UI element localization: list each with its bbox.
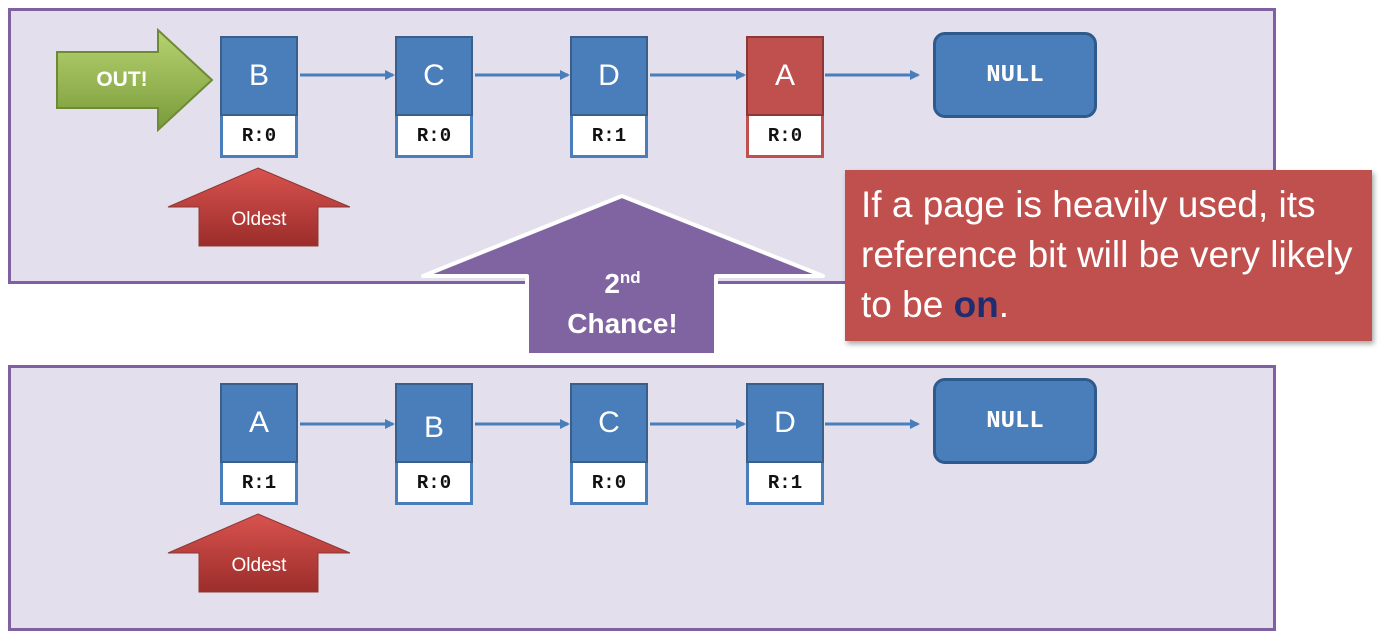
page-label: D bbox=[746, 383, 824, 463]
page-node: D R:1 bbox=[570, 36, 648, 158]
page-node: D R:1 bbox=[746, 383, 824, 505]
oldest-label: Oldest bbox=[231, 555, 287, 576]
out-label: OUT! bbox=[96, 68, 148, 91]
chance-word: Chance! bbox=[567, 308, 678, 339]
page-label: A bbox=[746, 36, 824, 116]
reference-bit: R:1 bbox=[570, 116, 648, 158]
page-node: A R:1 bbox=[220, 383, 298, 505]
null-node: NULL bbox=[933, 378, 1097, 464]
callout-emphasis: on bbox=[953, 284, 999, 325]
second-chance-label: 2nd Chance! bbox=[540, 258, 705, 344]
page-label: A bbox=[220, 383, 298, 463]
page-label: C bbox=[570, 383, 648, 463]
reference-bit: R:0 bbox=[395, 463, 473, 505]
out-arrow bbox=[56, 27, 214, 133]
chance-number: 2 bbox=[604, 268, 620, 299]
page-label: B bbox=[395, 383, 473, 463]
oldest-label: Oldest bbox=[231, 209, 287, 230]
reference-bit: R:1 bbox=[746, 463, 824, 505]
reference-bit: R:0 bbox=[746, 116, 824, 158]
oldest-arrow-top bbox=[167, 167, 351, 247]
reference-bit: R:0 bbox=[220, 116, 298, 158]
page-node: B R:0 bbox=[220, 36, 298, 158]
page-node: C R:0 bbox=[570, 383, 648, 505]
reference-bit: R:0 bbox=[570, 463, 648, 505]
page-node: C R:0 bbox=[395, 36, 473, 158]
chance-suffix: nd bbox=[619, 268, 641, 287]
callout-end: . bbox=[998, 284, 1010, 325]
oldest-arrow-bottom bbox=[167, 513, 351, 593]
page-label: B bbox=[220, 36, 298, 116]
second-chance-arrow bbox=[421, 194, 825, 357]
page-label: D bbox=[570, 36, 648, 116]
reference-bit: R:0 bbox=[395, 116, 473, 158]
page-node: B R:0 bbox=[395, 383, 473, 505]
reference-bit: R:1 bbox=[220, 463, 298, 505]
page-node-highlighted: A R:0 bbox=[746, 36, 824, 158]
null-node: NULL bbox=[933, 32, 1097, 118]
callout-text: If a page is heavily used, its reference… bbox=[861, 184, 1353, 325]
callout-box: If a page is heavily used, its reference… bbox=[845, 170, 1372, 341]
page-label: C bbox=[395, 36, 473, 116]
